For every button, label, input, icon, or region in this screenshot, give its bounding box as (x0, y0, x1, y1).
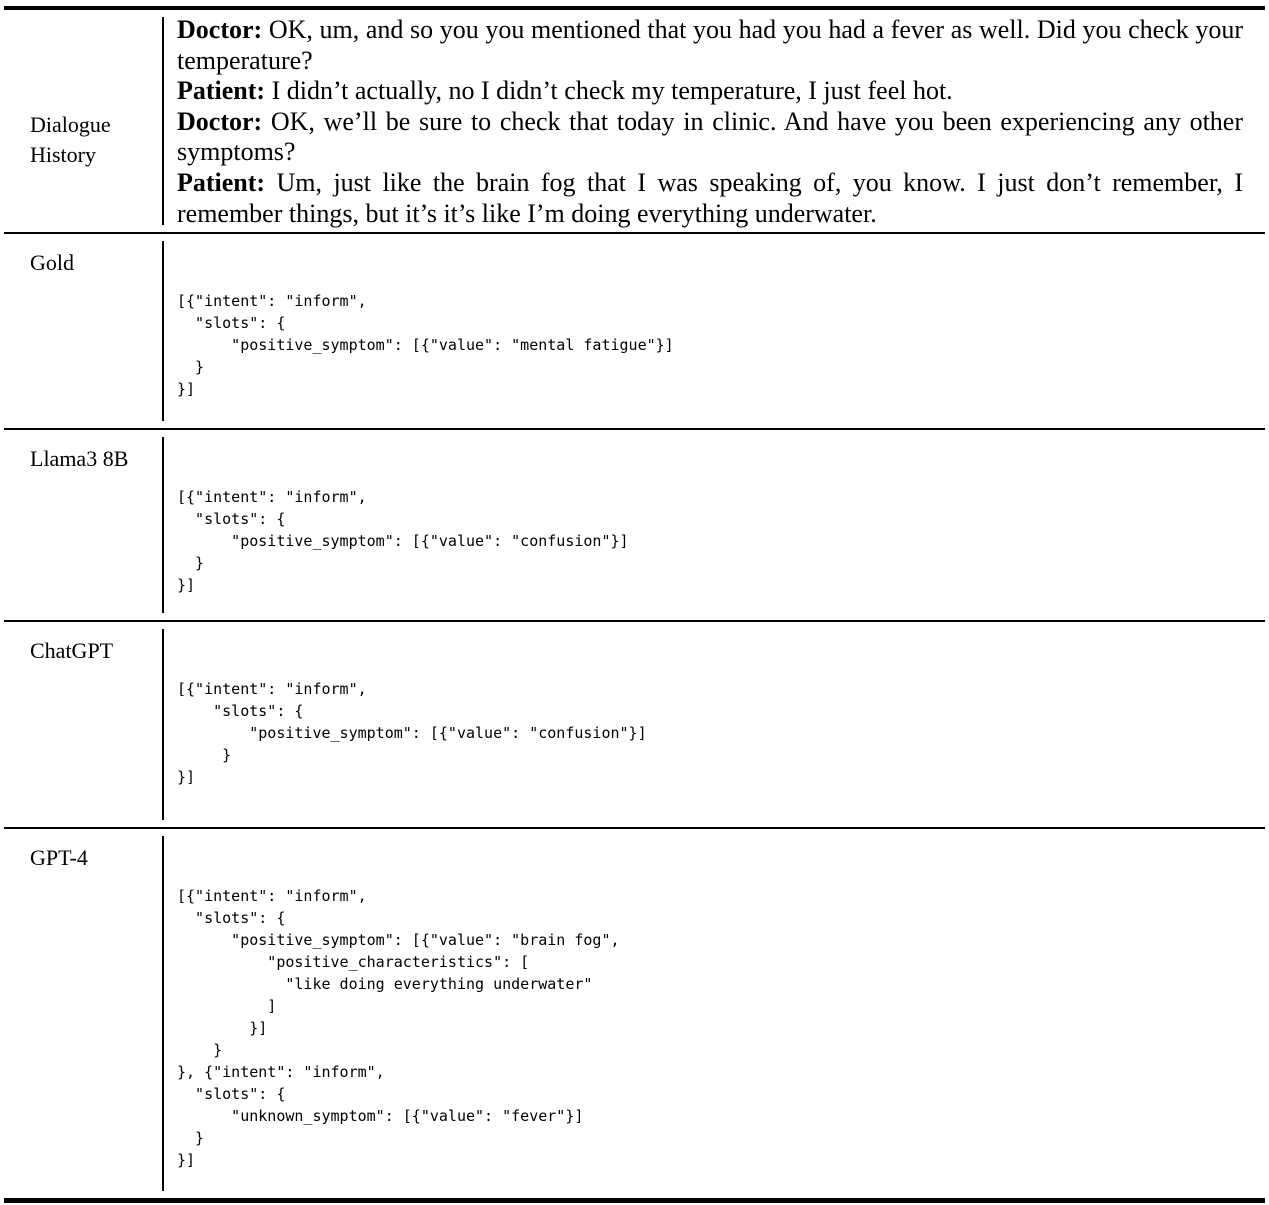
dialogue-turn: Doctor: OK, um, and so you you mentioned… (177, 15, 1243, 76)
turn-text: OK, we’ll be sure to check that today in… (177, 106, 1243, 167)
turn-text: I didn’t actually, no I didn’t check my … (271, 76, 953, 106)
speaker-name: Doctor: (177, 106, 263, 136)
gold-content: [{"intent": "inform", "slots": { "positi… (162, 234, 1269, 428)
dialogue-turn: Patient: Um, just like the brain fog tha… (177, 168, 1243, 229)
dialogue-turn: Doctor: OK, we’ll be sure to check that … (177, 107, 1243, 168)
row-separator-rule (4, 827, 1265, 829)
row-gpt-4: GPT-4 [{"intent": "inform", "slots": { "… (0, 829, 1269, 1198)
row-chatgpt: ChatGPT [{"intent": "inform", "slots": {… (0, 622, 1269, 827)
row-gold: Gold [{"intent": "inform", "slots": { "p… (0, 234, 1269, 428)
turn-text: OK, um, and so you you mentioned that yo… (177, 15, 1244, 75)
gpt-4-output-json: [{"intent": "inform", "slots": { "positi… (177, 887, 620, 1169)
speaker-name: Doctor: (177, 15, 263, 44)
row-dialogue-history: Dialogue History Doctor: OK, um, and so … (0, 10, 1269, 232)
dialogue-history-content: Doctor: OK, um, and so you you mentioned… (162, 10, 1269, 232)
dialogue-history-label: Dialogue History (30, 112, 111, 167)
gpt-4-label: GPT-4 (30, 845, 88, 870)
row-separator-rule (4, 428, 1265, 430)
llama3-8b-label: Llama3 8B (30, 446, 129, 471)
row-separator-rule (4, 232, 1265, 234)
gpt-4-content: [{"intent": "inform", "slots": { "positi… (162, 829, 1269, 1198)
gold-label: Gold (30, 250, 74, 275)
chatgpt-content: [{"intent": "inform", "slots": { "positi… (162, 622, 1269, 827)
llama3-8b-output-json: [{"intent": "inform", "slots": { "positi… (177, 488, 629, 594)
chatgpt-output-json: [{"intent": "inform", "slots": { "positi… (177, 680, 647, 786)
dialogue-turn: Patient: I didn’t actually, no I didn’t … (177, 76, 1243, 107)
speaker-name: Patient: (177, 76, 266, 106)
turn-text: Um, just like the brain fog that I was s… (177, 167, 1244, 228)
bottom-rule (4, 1198, 1265, 1203)
row-llama3-8b: Llama3 8B [{"intent": "inform", "slots":… (0, 430, 1269, 620)
gold-output-json: [{"intent": "inform", "slots": { "positi… (177, 292, 674, 398)
speaker-name: Patient: (177, 167, 266, 197)
llama3-8b-content: [{"intent": "inform", "slots": { "positi… (162, 430, 1269, 620)
chatgpt-label: ChatGPT (30, 638, 114, 663)
top-rule (4, 6, 1265, 10)
row-separator-rule (4, 620, 1265, 622)
